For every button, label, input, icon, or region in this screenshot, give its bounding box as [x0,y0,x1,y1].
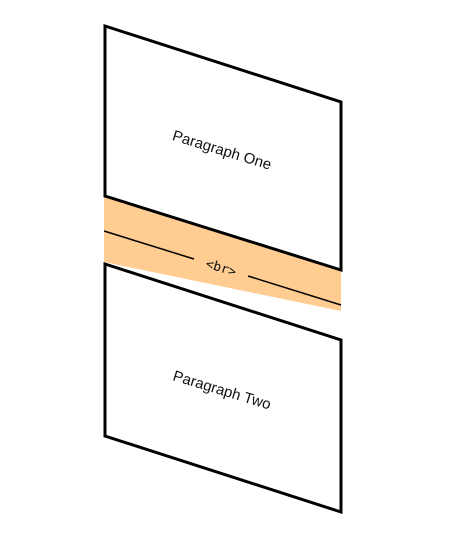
line-break-rule-left [103,230,195,260]
paragraph-two-box [103,261,343,515]
line-break-rule-right [247,275,342,306]
paragraph-one-box [103,23,343,273]
line-break-band [104,196,341,311]
